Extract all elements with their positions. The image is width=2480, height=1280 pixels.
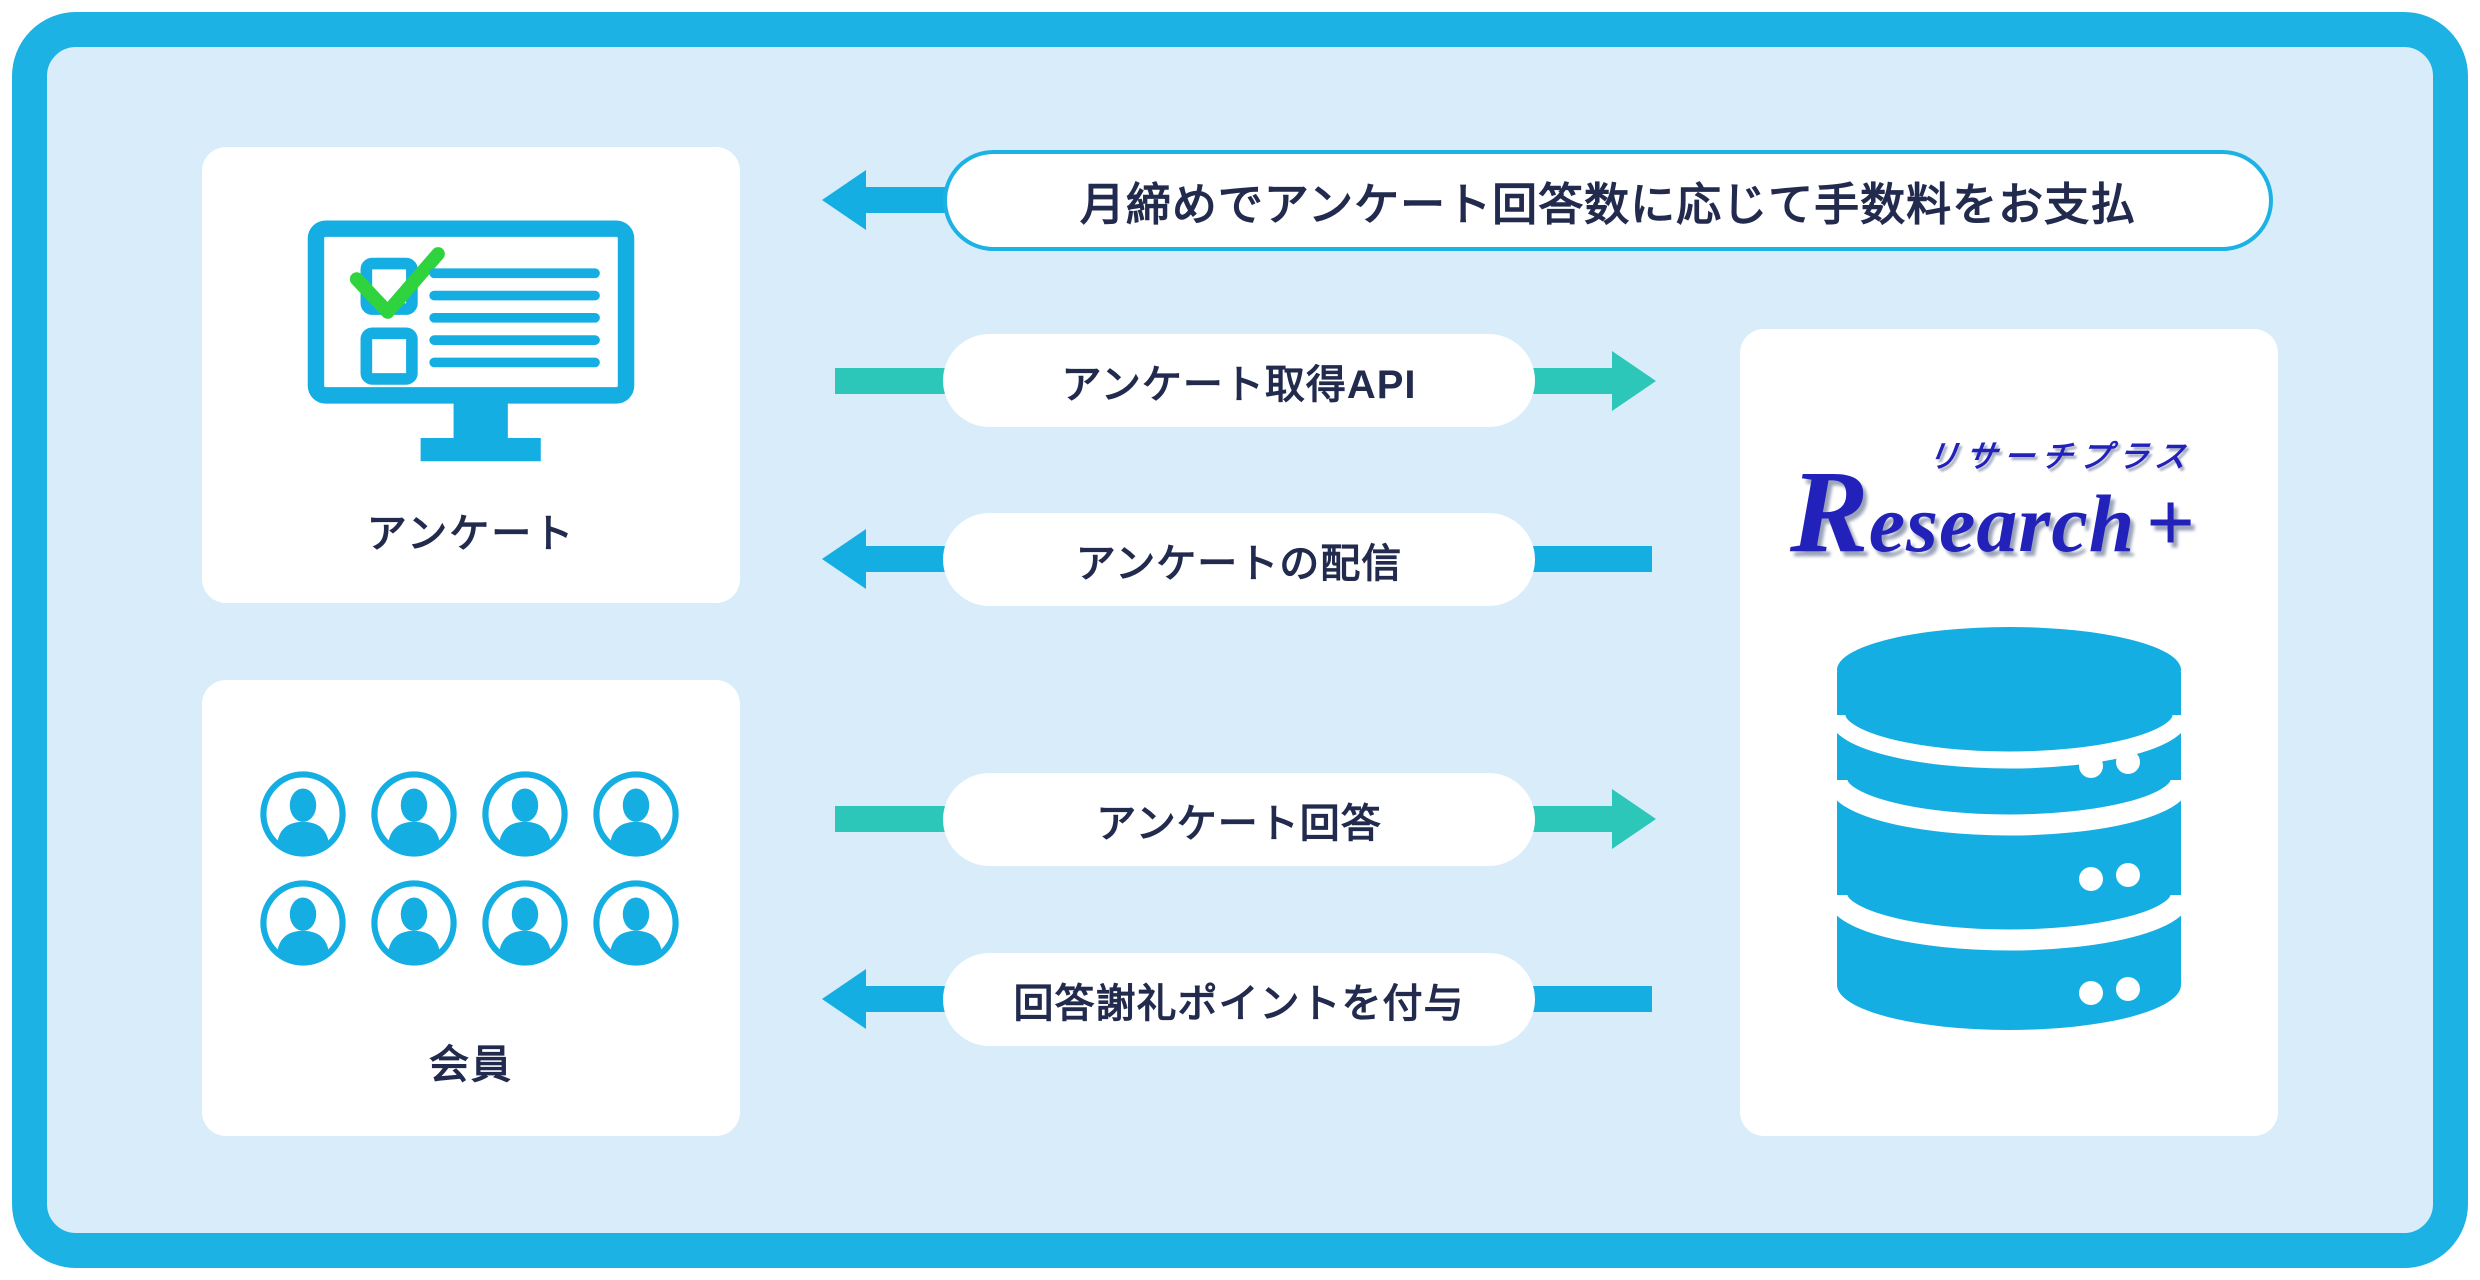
api-arrow-right-icon [1612,351,1656,411]
logo-plus: + [2145,473,2195,570]
flow-label-fee: 月締めでアンケート回答数に応じて手数料をお支払 [943,150,2273,251]
member-avatar-icon [481,770,569,858]
checkbox-checked-icon [349,247,445,319]
survey-card-label: アンケート [366,512,576,556]
member-avatar-icon [592,770,680,858]
member-avatar-icon [592,879,680,967]
members-card-label: 会員 [429,1043,513,1087]
logo-rest: esearch [1868,477,2136,569]
survey-lines [429,268,600,368]
survey-card: アンケート [202,147,740,603]
member-avatar-icon [259,879,347,967]
database-dots [2079,750,2140,1005]
logo-initial: R [1790,445,1869,577]
survey-monitor-icon [307,220,635,462]
delivery-arrow-left-icon [822,529,866,589]
fee-arrow-tail [864,187,954,213]
flow-label-api: アンケート取得API [943,334,1535,427]
flow-label-answer: アンケート回答 [943,773,1535,866]
database-icon [1827,627,2191,1030]
flow-label-delivery: アンケートの配信 [943,513,1535,606]
members-card: 会員 [202,680,740,1136]
answer-arrow-right-icon [1612,789,1656,849]
member-avatar-icon [259,770,347,858]
checkbox-empty-icon [360,327,418,385]
points-arrow-left-icon [822,969,866,1029]
member-avatar-icon [370,879,458,967]
members-avatar-grid [259,770,680,967]
member-avatar-icon [370,770,458,858]
flow-label-points: 回答謝礼ポイントを付与 [943,953,1535,1046]
member-avatar-icon [481,879,569,967]
fee-arrow-left-icon [822,170,866,230]
